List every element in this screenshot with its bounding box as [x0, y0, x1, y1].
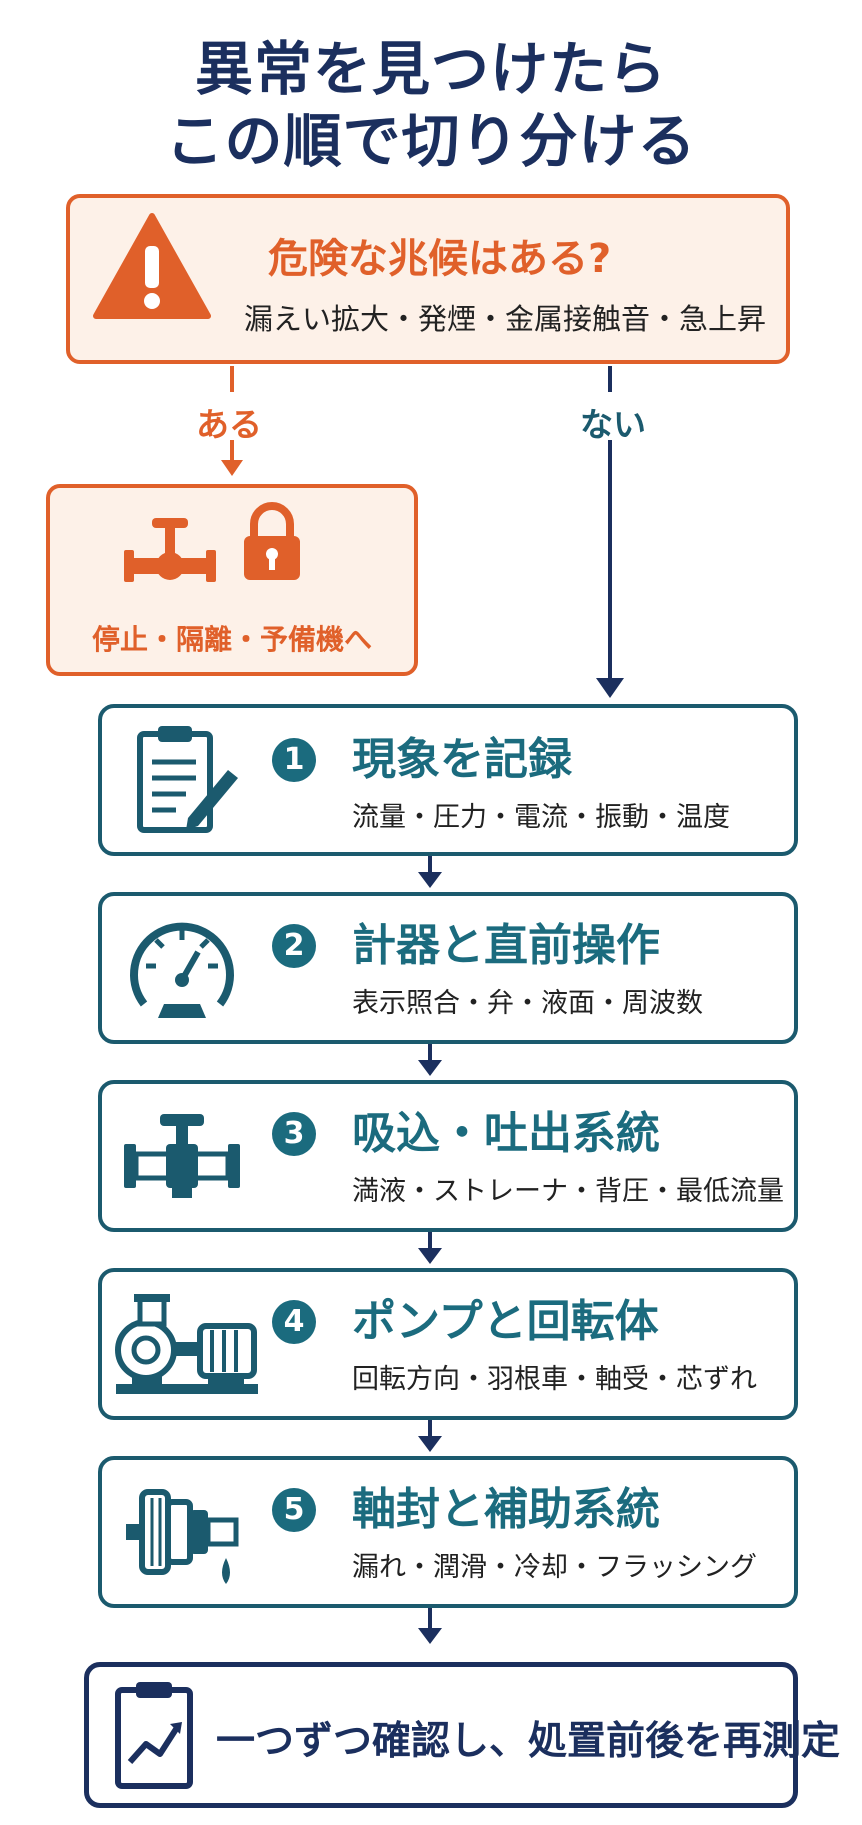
page-title-line1: 異常を見つけたら [194, 35, 667, 103]
clipboard-chart-icon [115, 1682, 193, 1789]
step-5-detail: 漏れ・潤滑・冷却・フラッシング [352, 1552, 757, 1583]
step-3-title: 吸込・吐出系統 [352, 1108, 660, 1159]
step-1-number: 1 [272, 738, 316, 782]
stop-action-box [46, 484, 418, 676]
stop-action-label: 停止・隔離・予備機へ [91, 623, 372, 656]
final-action-box [84, 1662, 798, 1808]
step-4-title: ポンプと回転体 [352, 1296, 659, 1347]
clipboard-pen-icon [137, 726, 238, 833]
final-action-label: 一つずつ確認し、処置前後を再測定 [216, 1719, 841, 1764]
step-2-detail: 表示照合・弁・液面・周波数 [352, 988, 703, 1019]
danger-question: 危険な兆候はある? [268, 236, 612, 282]
step-3-number: 3 [272, 1112, 316, 1156]
branch-yes-label: ある [196, 405, 262, 444]
step-2-title: 計器と直前操作 [352, 920, 660, 971]
step-2-number: 2 [272, 924, 316, 968]
pump-motor-icon [115, 1294, 258, 1394]
step-4-detail: 回転方向・羽根車・軸受・芯ずれ [352, 1364, 757, 1395]
step-5-number: 5 [272, 1488, 316, 1532]
pipe-valve-icon [124, 1114, 240, 1198]
step-1-box [98, 704, 798, 856]
step-4-number: 4 [272, 1300, 316, 1344]
step-3-detail: 満液・ストレーナ・背圧・最低流量 [352, 1176, 784, 1207]
step-1-title: 現象を記録 [352, 734, 572, 785]
danger-examples: 漏えい拡大・発煙・金属接触音・急上昇 [244, 302, 767, 336]
shaft-seal-icon [126, 1489, 239, 1584]
page-title-line2: この順で切り分ける [165, 107, 697, 175]
step-5-title: 軸封と補助系統 [352, 1484, 660, 1535]
branch-no-label: ない [580, 405, 646, 444]
branch-arrows [221, 366, 612, 682]
warning-triangle-icon [93, 213, 211, 319]
arrow-down-icon [596, 678, 624, 698]
valve-icon [124, 518, 216, 582]
lock-icon [244, 502, 300, 580]
step-1-detail: 流量・圧力・電流・振動・温度 [352, 802, 730, 833]
gauge-icon [130, 922, 234, 1018]
